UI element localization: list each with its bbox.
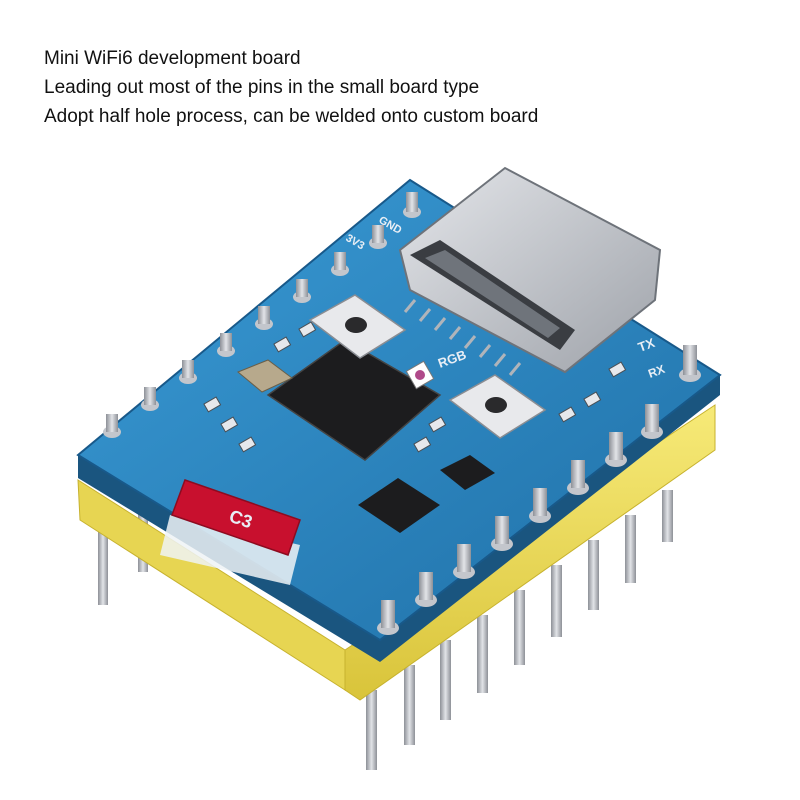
usb-tongue: [425, 250, 560, 338]
pin-head: [403, 192, 421, 218]
pin-head: [679, 345, 701, 382]
pin-leg: [366, 690, 377, 770]
caption-block: Mini WiFi6 development board Leading out…: [44, 44, 538, 131]
pin-leg: [588, 540, 599, 610]
antenna-chip: [171, 479, 301, 556]
smd-pad: [203, 396, 222, 413]
pin-head: [491, 516, 513, 551]
pin-head: [103, 414, 121, 438]
smd-pad: [238, 436, 257, 453]
pin-leg: [514, 590, 525, 665]
pin-head: [369, 225, 387, 249]
regulator-chip: [358, 478, 440, 533]
crystal: [237, 359, 293, 393]
pin-head: [641, 404, 663, 439]
small-ic: [440, 455, 495, 490]
pin-head: [255, 306, 273, 330]
pin-leg: [551, 565, 562, 637]
smd-pad: [298, 321, 317, 338]
pin-leg: [625, 515, 636, 583]
pin-head: [605, 432, 627, 467]
pin-head: [415, 572, 437, 607]
caption-line-3: Adopt half hole process, can be welded o…: [44, 106, 539, 127]
smd-pad: [220, 416, 239, 433]
pin-head: [567, 460, 589, 495]
smd-pad: [583, 391, 602, 408]
pin-head: [331, 252, 349, 276]
pin-leg: [440, 640, 451, 720]
pin-leg: [662, 490, 673, 542]
mcu-chip: [266, 339, 442, 461]
smd-pad: [273, 336, 292, 353]
pin-head: [217, 333, 235, 357]
pin-head: [179, 360, 197, 384]
reset-button[interactable]: [448, 374, 547, 439]
pin-head: [529, 488, 551, 523]
silk-tx: TX: [636, 335, 657, 355]
back-left-pin-heads: [103, 192, 421, 438]
front-pin-row: [366, 490, 673, 770]
button-cap: [345, 317, 367, 333]
usb-shell: [398, 166, 662, 374]
antenna-area: [160, 515, 300, 585]
boot-button[interactable]: [308, 294, 407, 359]
pin-head: [453, 544, 475, 579]
smd-components: [203, 321, 627, 453]
front-pin-heads: [377, 345, 701, 635]
pin-leg: [477, 615, 488, 693]
caption-line-1: Mini WiFi6 development board: [44, 48, 301, 69]
rgb-led-die: [415, 370, 425, 380]
smd-pad: [413, 436, 432, 453]
left-header-plastic: [77, 479, 346, 691]
pin-leg: [404, 665, 415, 745]
smd-pad: [608, 361, 627, 378]
silk-rx: RX: [646, 362, 666, 381]
smd-pad: [558, 406, 577, 423]
usb-solder-pins: [403, 299, 522, 376]
pin-head: [141, 387, 159, 411]
pin-head: [377, 600, 399, 635]
pin-head: [293, 279, 311, 303]
usb-c-connector: [398, 166, 662, 376]
smd-pad: [428, 416, 447, 433]
caption-line-2: Leading out most of the pins in the smal…: [44, 77, 480, 98]
button-cap: [485, 397, 507, 413]
pin-leg: [98, 520, 108, 605]
